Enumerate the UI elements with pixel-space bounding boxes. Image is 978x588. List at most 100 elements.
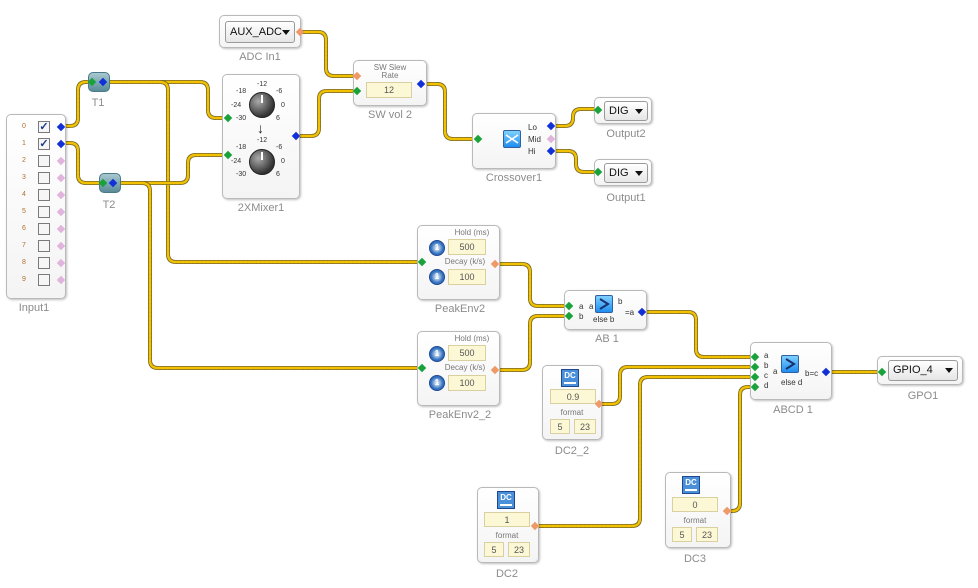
dc2-2-format-frac[interactable]: 23 xyxy=(574,419,596,434)
channel-checkbox[interactable] xyxy=(38,257,50,269)
compare-icon xyxy=(595,295,613,313)
wire xyxy=(494,314,570,372)
mixer-knob-2[interactable] xyxy=(249,149,275,175)
output1-select[interactable]: DIG xyxy=(604,163,648,183)
mixer-scale-label: 0 xyxy=(281,102,285,109)
dc2-2-block[interactable]: DC 0.9 format 5 23 xyxy=(542,365,602,440)
dc2-2-format-int[interactable]: 5 xyxy=(550,419,570,434)
channel-checkbox[interactable]: ✓ xyxy=(38,138,50,150)
channel-checkbox[interactable] xyxy=(38,172,50,184)
channel-number: 2 xyxy=(22,157,26,164)
dc2-2-label: DC2_2 xyxy=(554,445,590,457)
gpo1-label: GPO1 xyxy=(907,390,939,402)
adc-in1-block[interactable]: AUX_ADC xyxy=(219,15,301,48)
channel-checkbox[interactable] xyxy=(38,240,50,252)
sw-vol2-block[interactable]: SW Slew Rate 12 xyxy=(353,60,427,106)
dc2-2-value[interactable]: 0.9 xyxy=(550,389,596,404)
chevron-down-icon xyxy=(945,368,953,373)
channel-output-port[interactable] xyxy=(56,275,66,285)
peakenv2-block[interactable]: Hold (ms) 1 500 Decay (k/s) 1 100 xyxy=(417,225,500,300)
abcd1-input-b-label: b xyxy=(764,361,769,370)
mixer-block[interactable]: -12 -6 0 6 -18 -24 -30 ↓ -12 -6 0 6 -18 … xyxy=(222,74,300,199)
peakenv2-2-label: PeakEnv2_2 xyxy=(428,409,492,421)
dc2-block[interactable]: DC 1 format 5 23 xyxy=(477,487,539,563)
arrow-down-icon: ↓ xyxy=(257,120,264,136)
wire xyxy=(598,365,755,406)
peakenv2-2-decay-value[interactable]: 100 xyxy=(448,375,486,391)
dc2-format-int[interactable]: 5 xyxy=(484,542,504,557)
channel-number: 6 xyxy=(22,225,26,232)
abcd1-block[interactable]: a b c d a b=c else d xyxy=(750,342,832,400)
crossover-mid-label: Mid xyxy=(528,135,541,144)
channel-number: 5 xyxy=(22,208,26,215)
mixer-scale-label: -24 xyxy=(231,102,242,109)
channel-checkbox[interactable] xyxy=(38,223,50,235)
channel-output-port[interactable] xyxy=(56,139,66,149)
adc-source-select[interactable]: AUX_ADC xyxy=(225,21,295,43)
channel-output-port[interactable] xyxy=(56,156,66,166)
channel-output-port[interactable] xyxy=(56,258,66,268)
dc-source-icon: DC xyxy=(561,369,579,387)
peakenv2-2-hold-label: Hold (ms) xyxy=(454,334,490,343)
output2-block[interactable]: DIG xyxy=(594,97,652,124)
dc3-value[interactable]: 0 xyxy=(672,497,718,512)
sw-slew-rate-value[interactable]: 12 xyxy=(366,82,412,98)
wire-outline xyxy=(598,365,755,406)
hold-knob-icon[interactable]: 1 xyxy=(429,240,445,256)
channel-checkbox[interactable] xyxy=(38,274,50,286)
abcd1-label: ABCD 1 xyxy=(773,404,813,416)
peakenv2-2-block[interactable]: Hold (ms) 1 500 Decay (k/s) 1 100 xyxy=(417,331,500,406)
hold-knob-icon[interactable]: 1 xyxy=(429,346,445,362)
wire xyxy=(550,107,599,128)
gpo1-select[interactable]: GPIO_4 xyxy=(888,360,958,381)
crossover-block[interactable]: Lo Mid Hi xyxy=(472,113,556,169)
crossover-lo-label: Lo xyxy=(528,123,537,132)
channel-checkbox[interactable]: ✓ xyxy=(38,121,50,133)
peakenv2-decay-value[interactable]: 100 xyxy=(448,269,486,285)
channel-output-port[interactable] xyxy=(56,241,66,251)
ab1-block[interactable]: a b a b else b =a xyxy=(564,290,647,330)
mixer-scale-label: 6 xyxy=(276,115,280,122)
channel-number: 4 xyxy=(22,191,26,198)
wire xyxy=(101,80,228,120)
dc-source-icon: DC xyxy=(682,476,700,494)
dc3-block[interactable]: DC 0 format 5 23 xyxy=(665,472,731,548)
ab1-input-b-label: b xyxy=(579,312,584,321)
peakenv2-2-hold-value[interactable]: 500 xyxy=(448,345,486,361)
peakenv2-hold-value[interactable]: 500 xyxy=(448,239,486,255)
channel-output-port[interactable] xyxy=(56,224,66,234)
wire-outline xyxy=(494,314,570,372)
dc3-format-int[interactable]: 5 xyxy=(672,527,692,542)
wire xyxy=(59,141,105,185)
decay-knob-icon[interactable]: 1 xyxy=(429,375,445,391)
channel-output-port[interactable] xyxy=(56,207,66,217)
dc-source-icon: DC xyxy=(497,491,515,509)
wire-outline xyxy=(59,141,105,185)
mixer-knob-1[interactable] xyxy=(249,92,275,118)
dc2-value[interactable]: 1 xyxy=(484,512,530,527)
dc3-format-frac[interactable]: 23 xyxy=(696,527,718,542)
mixer-scale-label: 0 xyxy=(281,158,285,165)
wire xyxy=(550,149,599,174)
sw-vol2-label: SW vol 2 xyxy=(367,109,412,121)
channel-output-port[interactable] xyxy=(56,190,66,200)
mixer-scale-label: -18 xyxy=(236,88,247,95)
channel-output-port[interactable] xyxy=(56,173,66,183)
channel-output-port[interactable] xyxy=(56,122,66,132)
output1-block[interactable]: DIG xyxy=(594,159,652,186)
peakenv2-2-decay-label: Decay (k/s) xyxy=(444,363,486,372)
gpo1-block[interactable]: GPIO_4 xyxy=(877,356,963,385)
ab1-input-a-label: a xyxy=(579,302,584,311)
decay-knob-icon[interactable]: 1 xyxy=(429,269,445,285)
dc2-format-frac[interactable]: 23 xyxy=(508,542,530,557)
channel-checkbox[interactable] xyxy=(38,206,50,218)
chevron-down-icon xyxy=(635,171,643,176)
output2-select[interactable]: DIG xyxy=(604,101,648,121)
channel-checkbox[interactable] xyxy=(38,189,50,201)
output1-value: DIG xyxy=(609,167,629,179)
chevron-down-icon xyxy=(635,109,643,114)
channel-checkbox[interactable] xyxy=(38,155,50,167)
dc3-format-label: format xyxy=(683,516,707,525)
